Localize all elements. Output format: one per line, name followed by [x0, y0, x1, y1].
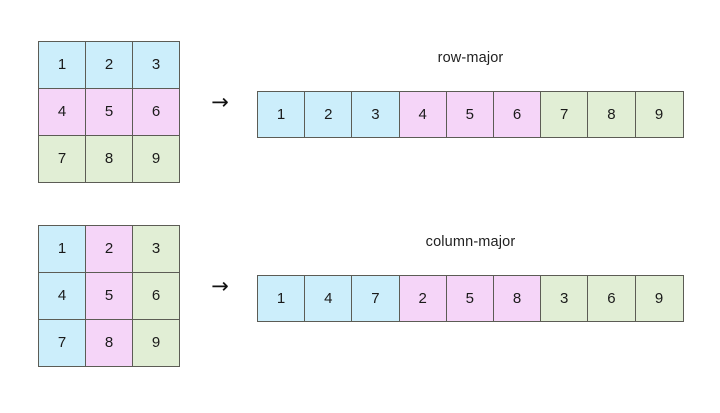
array-cell: 1	[258, 92, 306, 137]
arrow-right-icon: →	[211, 90, 229, 114]
array-row-major: 1 2 3 4 5 6 7 8 9	[257, 91, 684, 138]
array-cell: 6	[588, 276, 636, 321]
matrix-row-major: 1 2 3 4 5 6 7 8 9	[38, 41, 180, 183]
array-cell: 9	[635, 276, 683, 321]
matrix-cell: 5	[85, 88, 133, 136]
array-cell: 2	[305, 92, 353, 137]
matrix-row: 4 5 6	[38, 88, 180, 136]
array-cell: 3	[541, 276, 589, 321]
array-cell: 7	[541, 92, 589, 137]
matrix-row: 1 2 3	[38, 41, 180, 89]
matrix-row: 4 5 6	[38, 272, 180, 320]
matrix-cell: 2	[85, 225, 133, 273]
array-label-row-major: row-major	[437, 50, 504, 66]
array-cell: 5	[446, 92, 494, 137]
arrow-right-icon: →	[211, 274, 229, 298]
array-cell: 1	[258, 276, 306, 321]
array-column-major: 1 4 7 2 5 8 3 6 9	[257, 275, 684, 322]
array-label-column-major: column-major	[425, 234, 516, 250]
matrix-cell: 9	[132, 135, 180, 183]
array-cell: 7	[352, 276, 400, 321]
matrix-cell: 4	[38, 88, 86, 136]
array-cell: 4	[399, 92, 447, 137]
array-cell: 6	[493, 92, 542, 137]
array-cell: 2	[399, 276, 447, 321]
matrix-cell: 5	[85, 272, 133, 320]
matrix-cell: 2	[85, 41, 133, 89]
matrix-column-major: 1 2 3 4 5 6 7 8 9	[38, 225, 180, 367]
matrix-cell: 7	[38, 135, 86, 183]
matrix-cell: 3	[132, 41, 180, 89]
matrix-cell: 7	[38, 319, 86, 367]
array-cell: 8	[493, 276, 542, 321]
matrix-cell: 4	[38, 272, 86, 320]
matrix-cell: 6	[132, 272, 180, 320]
array-cell: 9	[635, 92, 683, 137]
matrix-cell: 6	[132, 88, 180, 136]
matrix-row: 7 8 9	[38, 135, 180, 183]
array-cell: 5	[446, 276, 494, 321]
matrix-cell: 3	[132, 225, 180, 273]
array-cell: 8	[588, 92, 636, 137]
matrix-cell: 8	[85, 135, 133, 183]
matrix-cell: 1	[38, 41, 86, 89]
matrix-cell: 1	[38, 225, 86, 273]
matrix-row: 1 2 3	[38, 225, 180, 273]
matrix-cell: 8	[85, 319, 133, 367]
array-cell: 4	[305, 276, 353, 321]
matrix-cell: 9	[132, 319, 180, 367]
matrix-row: 7 8 9	[38, 319, 180, 367]
array-cell: 3	[352, 92, 400, 137]
